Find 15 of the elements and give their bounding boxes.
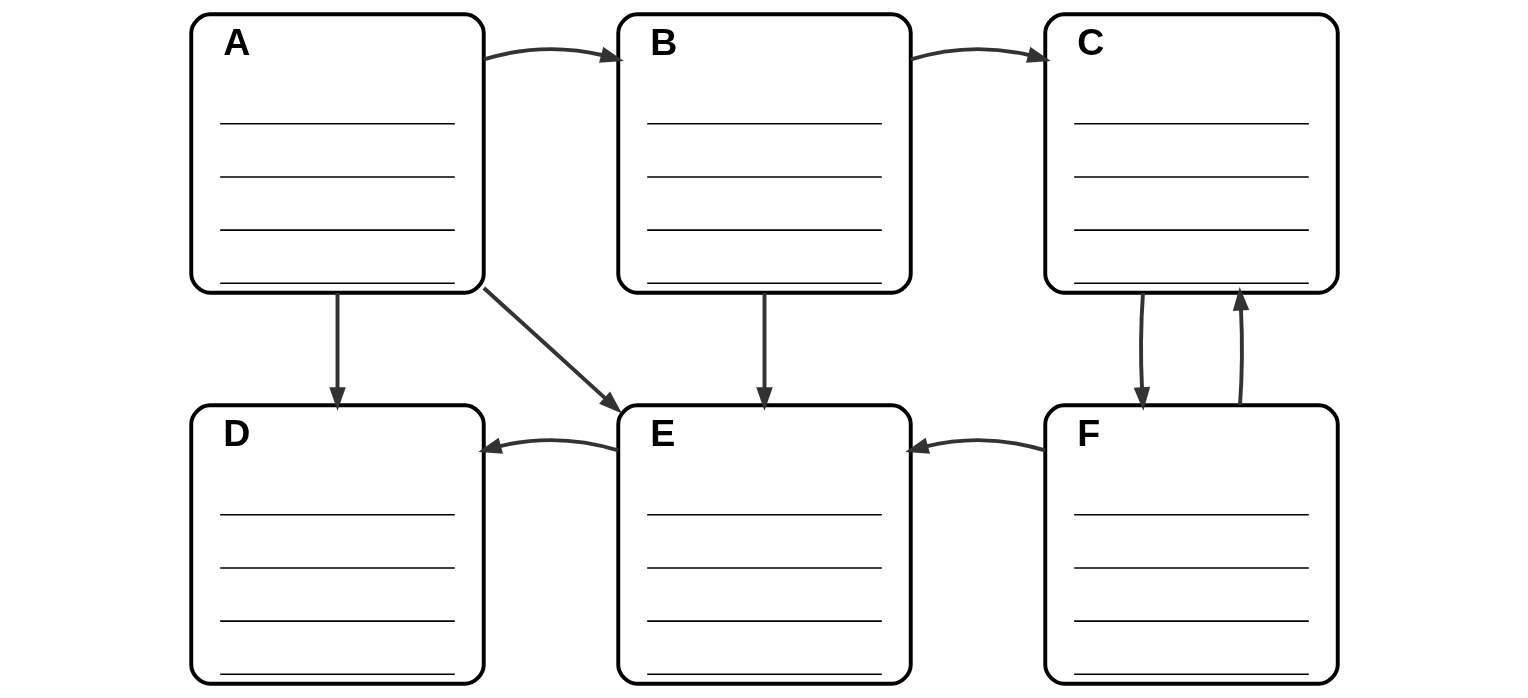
arrow xyxy=(477,437,619,454)
arrow xyxy=(904,437,1046,454)
arrow xyxy=(909,46,1051,63)
node-box: A xyxy=(188,12,486,295)
arrow xyxy=(482,286,622,414)
node-box: D xyxy=(188,403,486,686)
node-box: C xyxy=(1042,12,1340,295)
arrow xyxy=(755,292,773,411)
node-box: B xyxy=(615,12,913,295)
arrow xyxy=(328,292,346,411)
node-box: E xyxy=(615,403,913,686)
node-box: F xyxy=(1042,403,1340,686)
arrow xyxy=(1232,287,1249,405)
arrow xyxy=(1133,292,1150,411)
arrow xyxy=(482,46,624,63)
